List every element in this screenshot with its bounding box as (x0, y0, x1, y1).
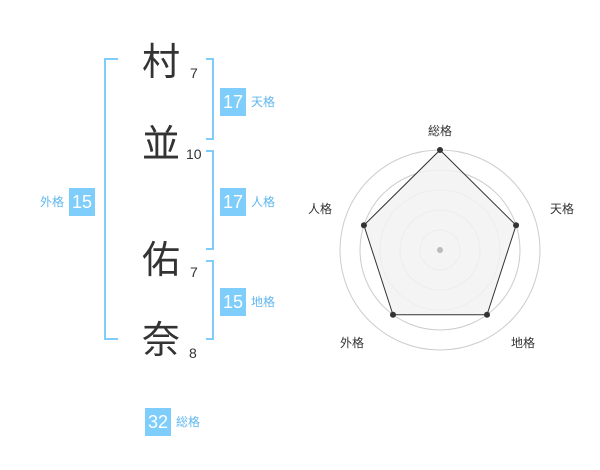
gaikaku-label: 外格 (40, 195, 65, 209)
radar-axis-label-jinkaku: 人格 (308, 202, 333, 216)
chikaku-label: 地格 (251, 295, 276, 309)
soukaku-badge: 32 総格 (145, 408, 200, 436)
gaikaku-value: 15 (69, 188, 96, 216)
radar-axis-label-tenkaku: 天格 (550, 202, 575, 216)
radar-axis-label-soukaku: 総格 (428, 124, 453, 138)
radar-point (389, 311, 396, 318)
chikaku-value: 15 (220, 288, 247, 316)
tenkaku-bracket (206, 58, 214, 140)
radar-center-dot (437, 247, 443, 253)
gaikaku-bracket (104, 58, 118, 340)
soukaku-label: 総格 (176, 415, 201, 429)
jinkaku-label: 人格 (251, 195, 276, 209)
stroke-count-4: 8 (189, 345, 197, 361)
name-char-2: 並 (142, 122, 181, 166)
name-char-3: 佑 (142, 238, 181, 282)
tenkaku-label: 天格 (251, 95, 276, 109)
radar-point (437, 147, 443, 153)
radar-point (484, 311, 491, 318)
chikaku-badge: 15 地格 (220, 288, 275, 316)
jinkaku-bracket (206, 150, 214, 250)
stroke-count-2: 10 (186, 146, 202, 162)
name-char-4: 奈 (142, 318, 181, 362)
radar-axis-label-gaikaku: 外格 (340, 336, 365, 350)
gaikaku-badge: 15 外格 (40, 188, 96, 216)
stroke-count-3: 7 (190, 264, 198, 280)
radar-point (513, 222, 520, 229)
tenkaku-badge: 17 天格 (220, 88, 275, 116)
soukaku-value: 32 (145, 408, 172, 436)
radar-chart (339, 147, 541, 351)
jinkaku-value: 17 (220, 188, 247, 216)
name-char-1: 村 (142, 40, 181, 84)
radar-axis-label-chikaku: 地格 (511, 336, 536, 350)
chikaku-bracket (206, 260, 214, 340)
radar-point (360, 222, 367, 229)
radar-polygon (363, 149, 517, 316)
jinkaku-badge: 17 人格 (220, 188, 275, 216)
stroke-count-1: 7 (190, 65, 198, 81)
tenkaku-value: 17 (220, 88, 247, 116)
